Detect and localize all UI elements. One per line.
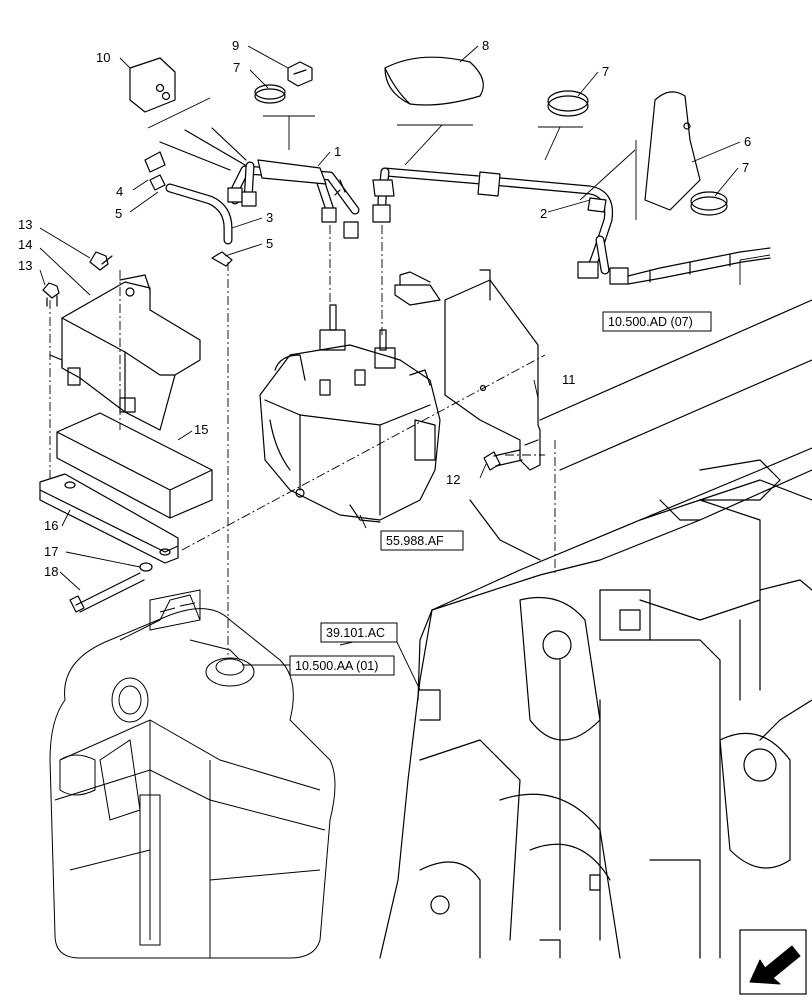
callout-14: 14	[18, 237, 32, 252]
plate-16	[39, 473, 179, 564]
bracket-11	[394, 269, 541, 471]
reference-39-101-ac-label: 39.101.AC	[326, 626, 385, 640]
callout-2: 2	[540, 206, 547, 221]
callout-labels: 1 2 3 4 5 5 6 7 7 7 8 9 10 11 12 13 13 1…	[18, 38, 751, 579]
callout-3: 3	[266, 210, 273, 225]
reference-10-500-ad[interactable]: 10.500.AD (07)	[602, 311, 712, 332]
callout-13a: 13	[18, 217, 32, 232]
reference-10-500-aa[interactable]: 10.500.AA (01)	[289, 655, 395, 676]
leader-lines	[39, 45, 771, 691]
reference-10-500-ad-label: 10.500.AD (07)	[608, 315, 693, 329]
harness-1	[159, 127, 360, 239]
callout-6: 6	[744, 134, 751, 149]
arrow-icon[interactable]	[739, 929, 807, 995]
callout-16: 16	[44, 518, 58, 533]
callout-17: 17	[44, 544, 58, 559]
centerlines	[49, 225, 556, 655]
callout-5a: 5	[115, 206, 122, 221]
cover-14	[49, 274, 201, 431]
callout-15: 15	[194, 422, 208, 437]
callout-8: 8	[482, 38, 489, 53]
break-lines	[147, 97, 637, 220]
def-tank	[49, 589, 336, 959]
callout-12: 12	[446, 472, 460, 487]
callout-10: 10	[96, 50, 110, 65]
chassis-frame	[379, 299, 812, 959]
reference-39-101-ac[interactable]: 39.101.AC	[320, 622, 398, 643]
reference-55-988-af-label: 55.988.AF	[386, 534, 444, 548]
callout-5b: 5	[266, 236, 273, 251]
harness-2	[372, 167, 771, 285]
callout-7c: 7	[742, 160, 749, 175]
callout-9: 9	[232, 38, 239, 53]
small-parts	[129, 56, 728, 267]
hose-3	[165, 183, 233, 245]
pump-module	[259, 304, 441, 523]
callout-4: 4	[116, 184, 123, 199]
callout-11: 11	[562, 372, 576, 387]
pad-15	[56, 412, 213, 519]
bolts	[42, 251, 523, 613]
callout-1: 1	[334, 144, 341, 159]
callout-7a: 7	[233, 60, 240, 75]
reference-55-988-af[interactable]: 55.988.AF	[380, 530, 464, 551]
callout-7b: 7	[602, 64, 609, 79]
callout-18: 18	[44, 564, 58, 579]
reference-10-500-aa-label: 10.500.AA (01)	[295, 659, 378, 673]
callout-13b: 13	[18, 258, 32, 273]
